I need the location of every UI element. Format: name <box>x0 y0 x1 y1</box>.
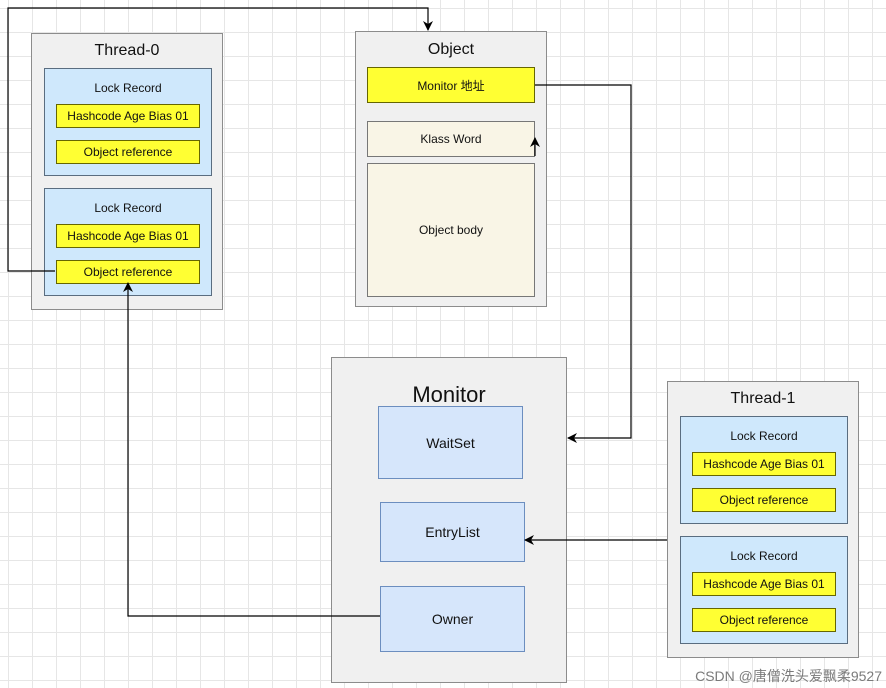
thread1-title: Thread-1 <box>730 390 796 407</box>
thread0-container: Thread-0 Lock Record Hashcode Age Bias 0… <box>31 33 223 310</box>
klass-word-field: Klass Word <box>367 121 535 157</box>
object-reference-field: Object reference <box>56 140 200 164</box>
thread1-lock-record-1: Lock Record Hashcode Age Bias 01 Object … <box>680 416 848 524</box>
mark-word-field: Hashcode Age Bias 01 <box>56 104 200 128</box>
object-container: Object Monitor 地址 Klass Word Object body <box>355 31 547 307</box>
mark-word-field: Hashcode Age Bias 01 <box>56 224 200 248</box>
monitor-address-to-monitor-arrow <box>535 84 632 443</box>
object-reference-field: Object reference <box>692 608 836 632</box>
entrylist-box: EntryList <box>380 502 525 562</box>
lock-record-title: Lock Record <box>730 429 798 443</box>
owner-box: Owner <box>380 586 525 652</box>
thread0-lock-record-2: Lock Record Hashcode Age Bias 01 Object … <box>44 188 212 296</box>
object-body-field: Object body <box>367 163 535 297</box>
monitor-container: Monitor WaitSet EntryList Owner <box>331 357 567 683</box>
object-reference-field: Object reference <box>692 488 836 512</box>
watermark-text: CSDN @唐僧洗头爱飘柔9527 <box>695 668 882 684</box>
lock-record-title: Lock Record <box>94 201 162 215</box>
monitor-address-field: Monitor 地址 <box>367 67 535 103</box>
thread0-title: Thread-0 <box>94 42 160 59</box>
monitor-title: Monitor <box>412 382 486 407</box>
thread0-lock-record-1: Lock Record Hashcode Age Bias 01 Object … <box>44 68 212 176</box>
mark-word-field: Hashcode Age Bias 01 <box>692 572 836 596</box>
mark-word-field: Hashcode Age Bias 01 <box>692 452 836 476</box>
waitset-box: WaitSet <box>378 406 523 479</box>
thread0-ref-to-object-arrow <box>7 7 433 272</box>
lock-record-title: Lock Record <box>730 549 798 563</box>
object-reference-field: Object reference <box>56 260 200 284</box>
object-title: Object <box>427 41 475 58</box>
owner-to-thread0-arrow <box>123 282 380 617</box>
thread1-lock-record-2: Lock Record Hashcode Age Bias 01 Object … <box>680 536 848 644</box>
thread1-container: Thread-1 Lock Record Hashcode Age Bias 0… <box>667 381 859 658</box>
lock-record-title: Lock Record <box>94 81 162 95</box>
